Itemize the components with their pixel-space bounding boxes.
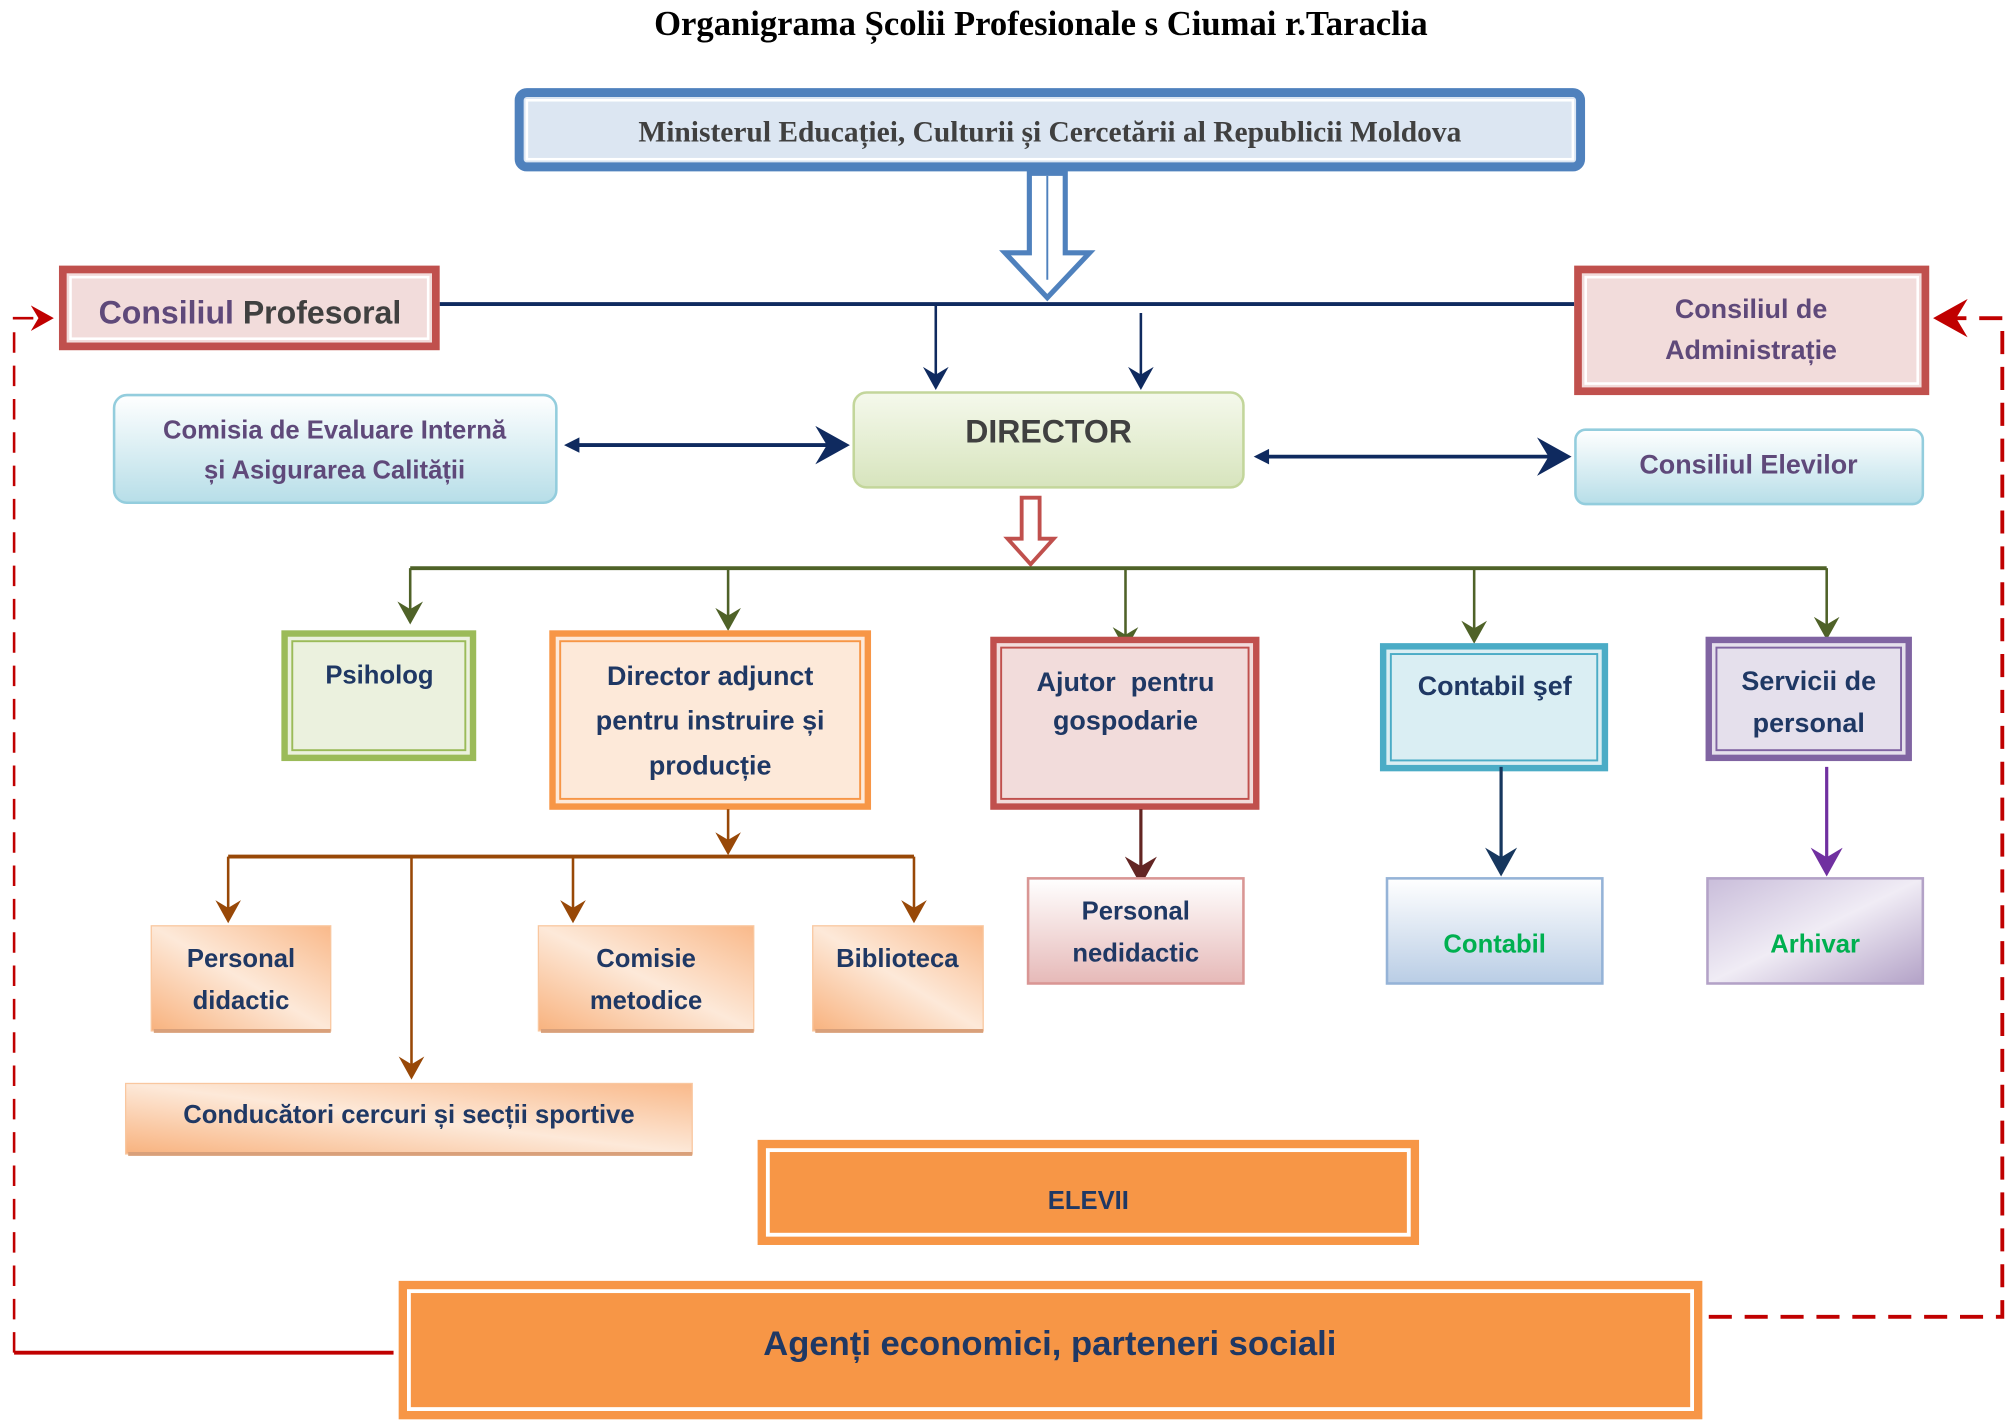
svg-text:Director adjunct: Director adjunct	[607, 661, 813, 691]
node-psiholog: Psiholog	[281, 630, 477, 762]
svg-text:metodice: metodice	[590, 987, 702, 1015]
node-conducatori: Conducători cercuri și secții sportive	[124, 1082, 693, 1156]
svg-text:Personal: Personal	[187, 945, 295, 973]
svg-text:Ministerul Educației, Culturii: Ministerul Educației, Culturii și Cercet…	[638, 116, 1461, 149]
hollow-arrow-down-red-icon	[1003, 495, 1059, 568]
svg-text:ELEVII: ELEVII	[1048, 1187, 1129, 1215]
feedback-line-left-dashed	[12, 305, 54, 1353]
svg-text:Ajutor pentru: Ajutor pentru	[1037, 667, 1215, 697]
node-elevii: ELEVII	[757, 1139, 1420, 1245]
feedback-line-right-dashed	[1708, 298, 2005, 1319]
node-biblioteca: Biblioteca	[812, 925, 984, 1033]
node-personal-didactic: Personal didactic	[150, 925, 332, 1033]
svg-text:Arhivar: Arhivar	[1770, 931, 1860, 959]
svg-text:nedidactic: nedidactic	[1072, 940, 1199, 968]
svg-text:Conducători cercuri și secții: Conducători cercuri și secții sportive	[183, 1101, 634, 1129]
node-comisie-metodice: Comisie metodice	[537, 925, 755, 1033]
svg-text:Contabil şef: Contabil şef	[1418, 671, 1573, 701]
node-servicii-personal: Servicii de personal	[1705, 636, 1912, 762]
node-ajutor-gospodarie: Ajutor pentru gospodarie	[990, 636, 1260, 810]
svg-text:gospodarie: gospodarie	[1053, 706, 1198, 736]
svg-text:DIRECTOR: DIRECTOR	[965, 414, 1132, 450]
node-personal-nedidactic: Personal nedidactic	[1026, 877, 1245, 985]
node-comisia-evaluare: Comisia de Evaluare Internă și Asigurare…	[112, 393, 558, 505]
node-contabil: Contabil	[1385, 877, 1604, 985]
node-consiliul-elevilor: Consiliul Elevilor	[1574, 428, 1925, 506]
arrowhead-left-icon	[1253, 448, 1270, 465]
svg-text:Administrație: Administrație	[1665, 335, 1837, 365]
arrowhead-left-icon	[564, 437, 580, 453]
node-ministry: Ministerul Educației, Culturii și Cercet…	[514, 88, 1586, 172]
svg-text:Servicii de: Servicii de	[1741, 666, 1876, 696]
svg-text:Consiliul de: Consiliul de	[1675, 294, 1828, 324]
svg-text:didactic: didactic	[193, 987, 290, 1015]
svg-text:producție: producție	[649, 751, 772, 781]
node-agenti-economici: Agenți economici, parteneri sociali	[398, 1280, 1703, 1420]
node-contabil-sef: Contabil şef	[1379, 643, 1609, 772]
node-consiliul-administratie: Consiliul de Administrație	[1574, 265, 1930, 396]
svg-text:pentru instruire și: pentru instruire și	[596, 706, 825, 736]
svg-text:Personal: Personal	[1082, 897, 1190, 925]
node-director-adjunct: Director adjunct pentru instruire și pro…	[549, 630, 872, 810]
node-director: DIRECTOR	[852, 391, 1245, 489]
node-consiliul-profesoral: Consiliul Profesoral	[58, 265, 440, 351]
svg-text:și Asigurarea Calității: și Asigurarea Calității	[204, 456, 465, 484]
svg-text:personal: personal	[1753, 708, 1865, 738]
svg-text:Comisie: Comisie	[596, 945, 696, 973]
svg-text:Biblioteca: Biblioteca	[836, 945, 959, 973]
svg-text:Comisia de Evaluare Internă: Comisia de Evaluare Internă	[163, 417, 507, 445]
svg-text:Consiliul Profesoral: Consiliul Profesoral	[99, 294, 402, 330]
svg-text:Agenți economici, parteneri so: Agenți economici, parteneri sociali	[763, 1325, 1336, 1363]
svg-text:Contabil: Contabil	[1443, 931, 1546, 959]
svg-text:Consiliul Elevilor: Consiliul Elevilor	[1639, 449, 1858, 479]
svg-text:Psiholog: Psiholog	[325, 662, 433, 690]
node-arhivar: Arhivar	[1706, 877, 1925, 985]
chart-title: Organigrama Școlii Profesionale s Ciumai…	[654, 5, 1428, 44]
